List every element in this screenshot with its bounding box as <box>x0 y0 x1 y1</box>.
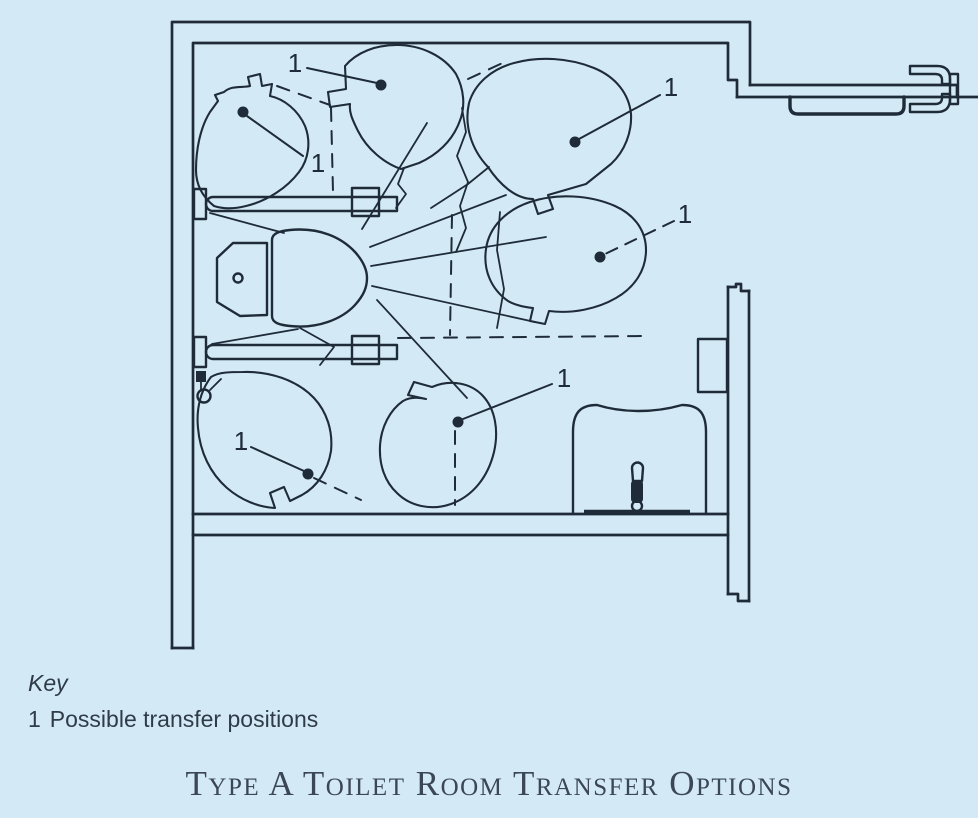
key-entry: 1 Possible transfer positions <box>28 708 318 731</box>
grab-rail-lower-flange <box>192 335 208 369</box>
valve-body-icon <box>196 371 206 382</box>
wall-right-bottom-step <box>726 592 751 603</box>
transfer-position-label: 1 <box>288 48 302 78</box>
trace-under-lower-rail <box>211 328 299 345</box>
trace-chair2-tail <box>395 167 407 209</box>
position-marker-top-middle: 1 <box>288 48 387 91</box>
wheelchair-outlines <box>194 43 648 510</box>
tap-outlet-icon <box>630 499 644 513</box>
leader-line <box>250 446 305 472</box>
tap-body-icon <box>631 480 643 503</box>
position-dot <box>594 251 606 263</box>
leader-line <box>462 383 553 420</box>
trace-below-bowl <box>299 327 335 366</box>
door-handle-recess <box>788 95 906 116</box>
position-dot <box>375 79 387 91</box>
wheelchair-top-right <box>466 57 633 216</box>
transfer-position-label: 1 <box>678 199 692 229</box>
key-entry-text: Possible transfer positions <box>49 706 319 732</box>
grab-rail-lower <box>192 334 399 369</box>
door-slab-top <box>748 83 959 99</box>
dashed-trace-horizontal-mid <box>397 335 645 339</box>
wall-cabinet <box>696 337 729 394</box>
transfer-line-3 <box>371 285 536 323</box>
leader-line-dashed <box>604 220 675 255</box>
dashed-trace-vertical-mid <box>449 214 453 336</box>
key-block: Key 1 Possible transfer positions <box>28 672 318 731</box>
grab-rail-lower-bracket <box>350 334 381 366</box>
transfer-line-5 <box>361 122 428 230</box>
door-pull-lower-icon <box>908 92 952 114</box>
toilet-bowl <box>270 228 369 328</box>
dashed-trace-bottom-left <box>313 477 362 501</box>
position-marker-top-right: 1 <box>569 72 678 148</box>
transfer-line-4 <box>376 299 468 399</box>
position-dot <box>237 106 249 118</box>
position-dot <box>452 416 464 428</box>
transfer-position-label: 1 <box>311 148 325 178</box>
position-marker-bottom-left: 1 <box>234 426 314 480</box>
diagram-canvas: 1 1 1 1 1 1 <box>170 20 978 650</box>
transfer-line-2 <box>370 236 547 267</box>
wheelchair-top-middle <box>326 43 465 171</box>
toilet <box>215 228 369 328</box>
door-pull-upper-icon <box>908 64 952 86</box>
cistern <box>215 241 269 318</box>
position-dot <box>302 468 314 480</box>
wall-inner-left-top <box>191 41 739 650</box>
dashed-trace-top-right <box>467 59 510 80</box>
door-stile <box>948 72 960 106</box>
grab-rail-lower-bar <box>204 343 399 361</box>
dashed-trace-diagonal-top <box>276 85 331 106</box>
wall-right-top-cap <box>726 282 751 293</box>
transfer-line-1 <box>369 194 507 248</box>
transfer-position-label: 1 <box>664 72 678 102</box>
wheelchair-bottom-left <box>196 370 333 510</box>
sliding-door <box>735 64 978 116</box>
position-marker-top-left: 1 <box>237 106 325 178</box>
position-marker-bottom-middle: 1 <box>452 363 571 428</box>
leader-line <box>246 115 304 157</box>
leader-line <box>306 67 378 84</box>
walls <box>170 20 752 650</box>
leader-line <box>578 94 661 140</box>
position-dot <box>569 136 581 148</box>
key-heading: Key <box>28 670 68 696</box>
grab-rail-upper <box>192 186 399 221</box>
wall-outer-left-top <box>170 20 752 650</box>
trace-zigzag-vertical-2 <box>496 211 505 329</box>
diagram-title: Type A Toilet Room Transfer Options <box>185 764 793 803</box>
key-entry-symbol: 1 <box>28 706 41 732</box>
transfer-position-label: 1 <box>557 363 571 393</box>
tap-top-icon <box>630 461 645 483</box>
grab-rail-upper-bar <box>204 195 399 213</box>
dashed-trace-vertical-upper <box>330 107 334 193</box>
wheelchair-right-middle <box>484 195 648 326</box>
flush-button-icon <box>232 272 244 284</box>
transfer-position-label: 1 <box>234 426 248 456</box>
wheelchair-top-left <box>194 72 310 210</box>
position-marker-right-middle: 1 <box>594 199 692 263</box>
valve-lever <box>209 378 222 391</box>
basin-outline <box>571 403 708 516</box>
grab-rail-upper-flange <box>192 187 208 221</box>
trace-zigzag-vertical-1 <box>455 107 469 253</box>
trace-under-upper-rail <box>209 212 285 234</box>
wheelchair-bottom-middle <box>378 380 498 509</box>
trace-chair3-tail <box>430 166 490 209</box>
washbasin <box>571 403 708 516</box>
